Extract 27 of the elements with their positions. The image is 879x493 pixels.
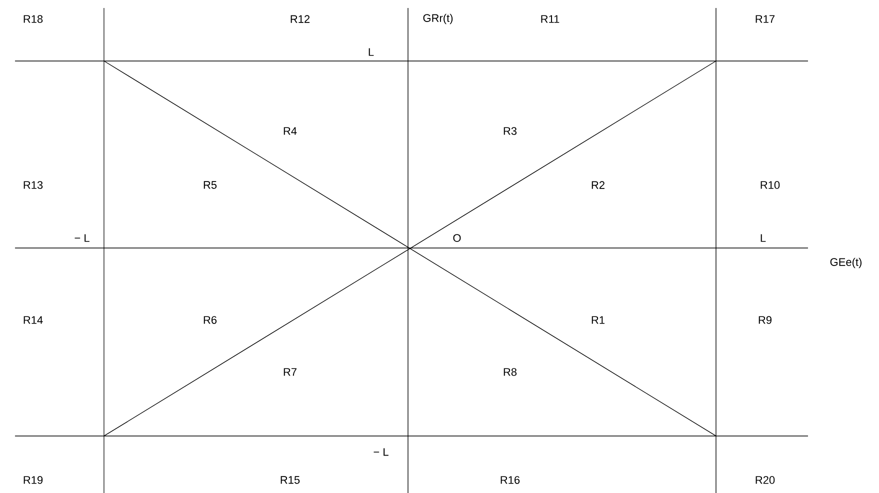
- tick-label: L: [760, 234, 766, 242]
- region-label: R14: [24, 316, 43, 324]
- region-label: R19: [24, 476, 43, 484]
- region-label: R2: [592, 181, 604, 189]
- axis-label: GRr(t): [423, 14, 453, 24]
- region-label: R15: [280, 476, 300, 484]
- region-label: R18: [24, 15, 43, 23]
- tick-label: L: [368, 48, 374, 56]
- region-label: R8: [504, 368, 517, 376]
- axis-label: GEe(t): [830, 258, 862, 268]
- region-label: R3: [504, 127, 517, 135]
- region-label: R7: [284, 368, 296, 376]
- region-label: R20: [756, 476, 775, 484]
- region-label: R13: [24, 181, 43, 189]
- region-label: R10: [760, 181, 780, 189]
- region-label: R4: [284, 127, 297, 135]
- tick-label: O: [453, 234, 461, 242]
- region-label: R17: [756, 15, 775, 23]
- region-label: R5: [204, 181, 217, 189]
- tick-label: − L: [74, 234, 90, 242]
- region-label: R6: [204, 316, 217, 324]
- tick-label: − L: [374, 448, 388, 456]
- region-label: R9: [758, 316, 772, 324]
- region-label: R11: [541, 15, 560, 23]
- region-label: R16: [500, 476, 520, 484]
- region-label: R1: [592, 316, 604, 324]
- region-label: R12: [290, 15, 310, 23]
